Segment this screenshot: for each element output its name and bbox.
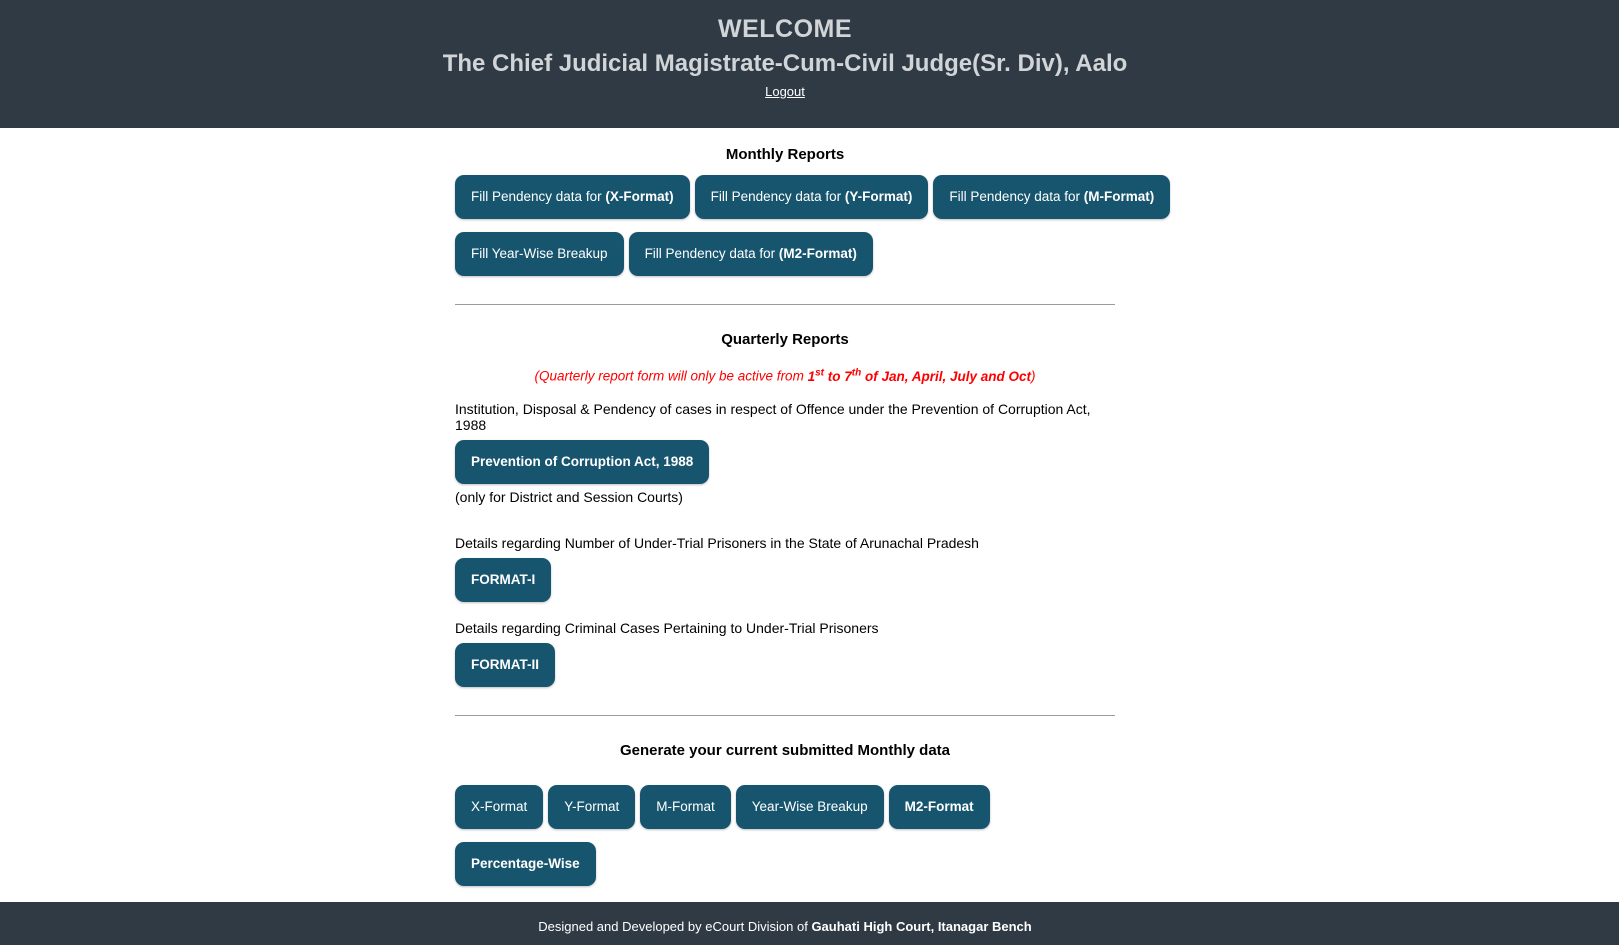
section-divider <box>455 304 1115 305</box>
generate-x-format-button[interactable]: X-Format <box>455 784 544 829</box>
button-label-bold: (M-Format) <box>1083 189 1155 204</box>
format1-button-wrap: FORMAT-I <box>455 557 1115 602</box>
generate-percentage-wise-button[interactable]: Percentage-Wise <box>455 841 596 886</box>
fill-pendency-y-format-button[interactable]: Fill Pendency data for (Y-Format) <box>694 175 929 219</box>
monthly-buttons-row-2: Fill Year-Wise Breakup Fill Pendency dat… <box>455 232 1115 276</box>
fill-pendency-m-format-button[interactable]: Fill Pendency data for (M-Format) <box>933 175 1171 219</box>
generate-y-format-button[interactable]: Y-Format <box>548 784 636 829</box>
generate-m-format-button[interactable]: M-Format <box>640 784 731 829</box>
button-label: Fill Year-Wise Breakup <box>471 246 608 261</box>
format2-description: Details regarding Criminal Cases Pertain… <box>455 619 879 636</box>
prevention-of-corruption-act-button[interactable]: Prevention of Corruption Act, 1988 <box>455 439 710 484</box>
format-2-button[interactable]: FORMAT-II <box>455 642 555 687</box>
button-label: Fill Pendency data for <box>644 246 779 261</box>
footer-credit-text: Designed and Developed by eCourt Divisio… <box>538 919 812 934</box>
note-mid: to <box>824 368 845 384</box>
footer-credit-bold: Gauhati High Court, Itanagar Bench <box>811 919 1032 934</box>
fill-pendency-m2-format-button[interactable]: Fill Pendency data for (M2-Format) <box>628 232 873 276</box>
format-1-button[interactable]: FORMAT-I <box>455 557 552 602</box>
generate-buttons-row-1: X-Format Y-Format M-Format Year-Wise Bre… <box>455 784 1115 829</box>
button-label: Fill Pendency data for <box>471 189 606 204</box>
header-centerband: WELCOME The Chief Judicial Magistrate-Cu… <box>0 15 1570 101</box>
monthly-reports-title: Monthly Reports <box>725 146 845 163</box>
court-title: The Chief Judicial Magistrate-Cum-Civil … <box>442 50 1128 77</box>
quarterly-reports-title: Quarterly Reports <box>721 331 849 348</box>
note-sup-st: st <box>815 367 824 378</box>
generate-m2-format-button[interactable]: M2-Format <box>888 784 990 829</box>
note-day-1: 1 <box>807 368 816 384</box>
fill-year-wise-breakup-button[interactable]: Fill Year-Wise Breakup <box>455 232 624 276</box>
note-tail: of Jan, April, July and Oct <box>861 368 1031 384</box>
page-header: WELCOME The Chief Judicial Magistrate-Cu… <box>0 0 1619 128</box>
section-divider <box>455 714 1115 716</box>
generate-monthly-data-title: Generate your current submitted Monthly … <box>619 741 951 759</box>
logout-link[interactable]: Logout <box>765 84 805 99</box>
monthly-buttons-row-1: Fill Pendency data for (X-Format) Fill P… <box>455 175 1171 219</box>
main-content: Monthly Reports Fill Pendency data for (… <box>455 128 1171 886</box>
button-label: Fill Pendency data for <box>710 189 845 204</box>
format2-button-wrap: FORMAT-II <box>455 642 1115 687</box>
corruption-act-button-wrap: Prevention of Corruption Act, 1988 <box>455 439 1115 484</box>
note-day-7: 7 <box>844 368 852 384</box>
fill-pendency-x-format-button[interactable]: Fill Pendency data for (X-Format) <box>455 175 690 219</box>
corruption-act-description: Institution, Disposal & Pendency of case… <box>455 400 1091 433</box>
note-lead: (Quarterly report form will only be acti… <box>534 368 808 384</box>
welcome-title: WELCOME <box>717 15 853 43</box>
quarterly-active-note: (Quarterly report form will only be acti… <box>455 367 1115 384</box>
format1-description: Details regarding Number of Under-Trial … <box>455 534 979 551</box>
note-close: ) <box>1031 368 1036 384</box>
generate-buttons-row-2: Percentage-Wise <box>455 841 1115 886</box>
button-label: Fill Pendency data for <box>949 189 1084 204</box>
generate-year-wise-breakup-button[interactable]: Year-Wise Breakup <box>735 784 884 829</box>
button-label-bold: (Y-Format) <box>844 189 913 204</box>
button-label-bold: (M2-Format) <box>778 246 857 261</box>
page-footer: Designed and Developed by eCourt Divisio… <box>0 902 1619 945</box>
note-sup-th: th <box>851 367 862 378</box>
button-label-bold: (X-Format) <box>605 189 674 204</box>
district-session-courts-note: (only for District and Session Courts) <box>455 488 683 505</box>
footer-centerband: Designed and Developed by eCourt Divisio… <box>0 913 1570 934</box>
